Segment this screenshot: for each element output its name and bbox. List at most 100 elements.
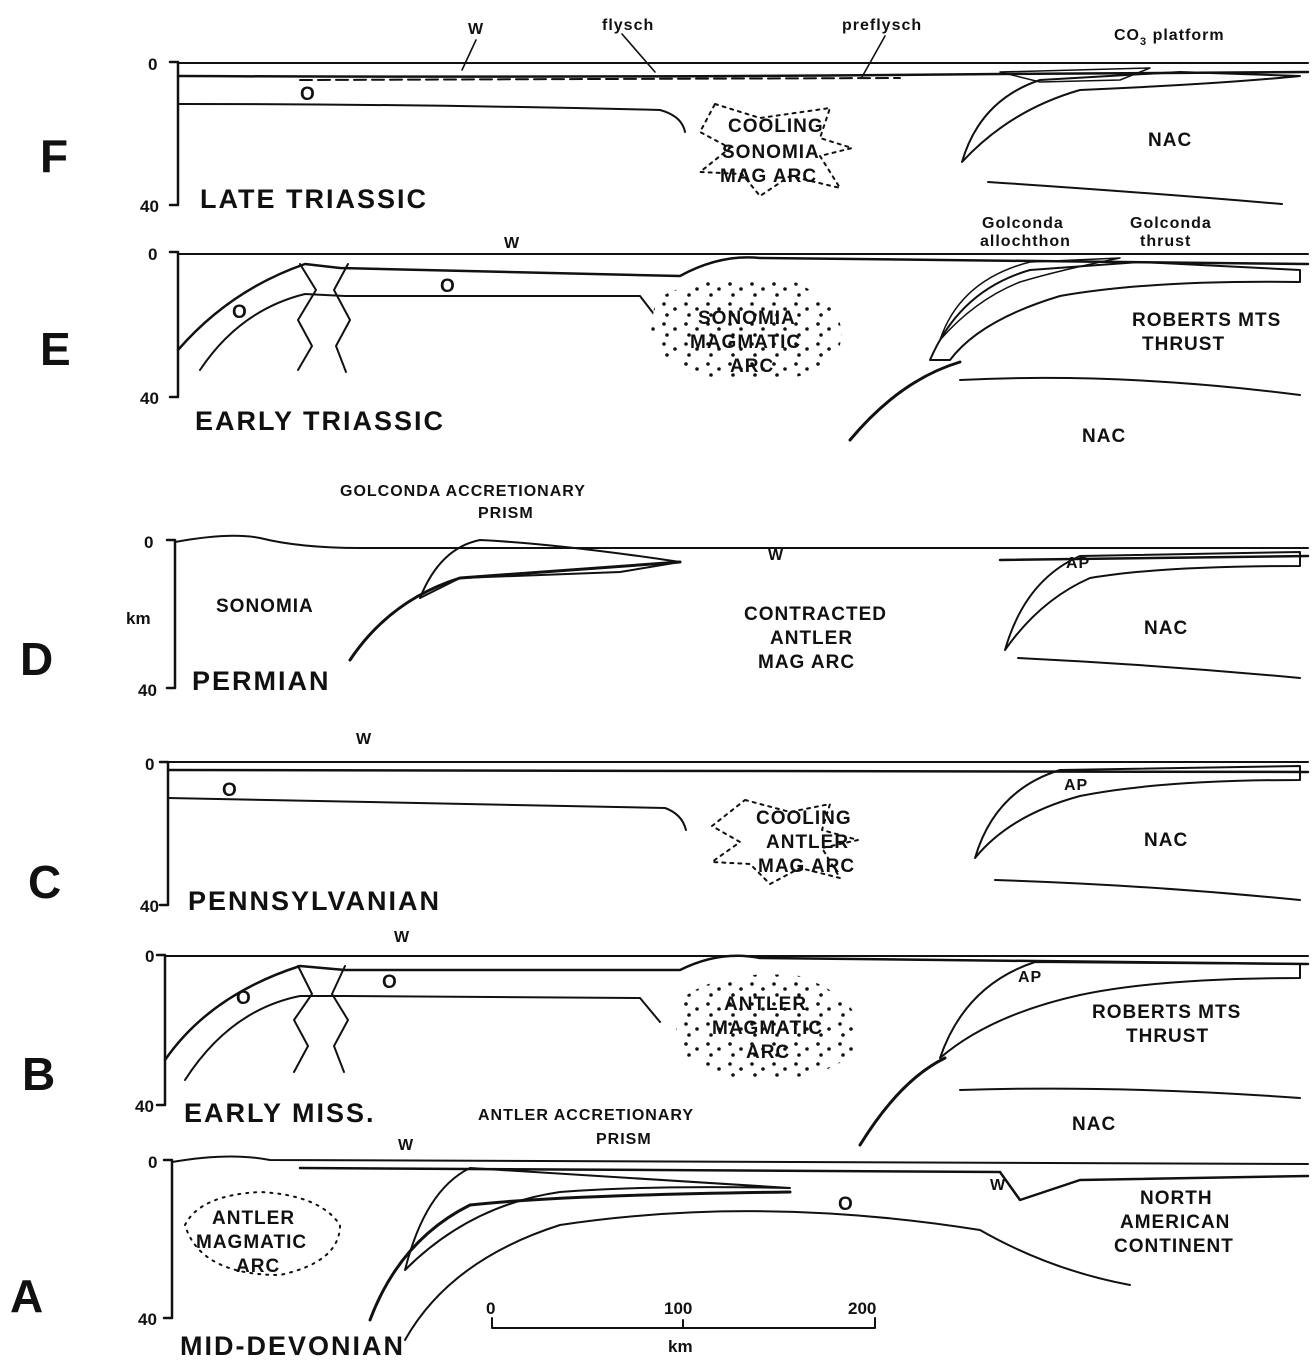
label-golconda-allochthon-1-e: Golconda xyxy=(982,215,1064,232)
depth-axis-b xyxy=(157,955,165,1105)
label-golconda-thrust-2-e: thrust xyxy=(1140,233,1191,250)
label-thrust-e: THRUST xyxy=(1142,334,1225,355)
label-prism-line1-a: ANTLER ACCRETIONARY xyxy=(478,1107,694,1124)
age-label-f: LATE TRIASSIC xyxy=(200,184,428,214)
label-nac-d: NAC xyxy=(1144,618,1188,639)
leader-flysch-f xyxy=(622,34,655,72)
panel-letter-e: E xyxy=(40,323,71,375)
label-o-f: O xyxy=(300,84,316,105)
label-ap-c: AP xyxy=(1064,777,1088,794)
depth-top-b: 0 xyxy=(145,947,154,966)
label-ap-b: AP xyxy=(1018,969,1042,986)
label-arc-line2-d: ANTLER xyxy=(770,628,853,649)
label-o-e: O xyxy=(440,276,456,297)
label-arc-line2-c: ANTLER xyxy=(766,832,849,853)
label-arc-line2-f: SONOMIA xyxy=(722,142,820,163)
depth-bottom-b: 40 xyxy=(135,1097,154,1116)
label-arc-line1-f: COOLING xyxy=(728,116,824,137)
nac-base-f xyxy=(988,182,1282,204)
scale-bar-line xyxy=(492,1318,875,1328)
depth-axis-e xyxy=(170,252,178,397)
label-thrust-b: THRUST xyxy=(1126,1026,1209,1047)
label-prism-line1-d: GOLCONDA ACCRETIONARY xyxy=(340,483,586,500)
label-w-b: W xyxy=(394,929,410,946)
label-arc-line1-c: COOLING xyxy=(756,808,852,829)
spreading-ridge-left-e xyxy=(298,264,316,370)
oceanic-crust-base-b xyxy=(185,996,660,1080)
panel-letter-c: C xyxy=(28,856,61,908)
label-arc-line3-c: MAG ARC xyxy=(758,856,855,877)
label-o-a: O xyxy=(838,1194,854,1215)
age-label-b: EARLY MISS. xyxy=(184,1098,376,1128)
label-arc-line3-d: MAG ARC xyxy=(758,652,855,673)
label-arc-line3-a: ARC xyxy=(236,1256,280,1277)
panel-a: A 0 40 ANTLER ACCRETIONARY PRISM W W O A… xyxy=(10,1107,1308,1361)
panel-letter-a: A xyxy=(10,1270,43,1322)
label-sonomia-d: SONOMIA xyxy=(216,596,314,617)
label-arc-line1-b: ANTLER xyxy=(724,994,807,1015)
label-nac-c: NAC xyxy=(1144,830,1188,851)
subduction-slab-b xyxy=(860,1058,945,1145)
nac-base-e xyxy=(960,378,1300,395)
scale-tick-0: 0 xyxy=(486,1299,495,1318)
label-arc-line2-b: MAGMATIC xyxy=(712,1018,823,1039)
label-arc-line1-d: CONTRACTED xyxy=(744,604,887,625)
depth-axis-f xyxy=(170,62,178,205)
label-roberts-mts-b: ROBERTS MTS xyxy=(1092,1002,1241,1023)
scale-unit: km xyxy=(668,1337,693,1356)
label-preflysch-f: preflysch xyxy=(842,17,922,34)
label-arc-line1-e: SONOMIA xyxy=(698,308,796,329)
label-w-c: W xyxy=(356,731,372,748)
label-w-right-a: W xyxy=(990,1177,1006,1194)
label-prism-line2-a: PRISM xyxy=(596,1131,652,1148)
label-w-a: W xyxy=(398,1137,414,1154)
age-label-e: EARLY TRIASSIC xyxy=(195,406,445,436)
depth-top-f: 0 xyxy=(148,55,157,74)
depth-axis-c xyxy=(160,762,168,905)
age-label-a: MID-DEVONIAN xyxy=(180,1331,405,1361)
label-nac-line3-a: CONTINENT xyxy=(1114,1236,1234,1257)
depth-axis-a xyxy=(164,1160,172,1318)
age-label-c: PENNSYLVANIAN xyxy=(188,886,441,916)
label-nac-f: NAC xyxy=(1148,130,1192,151)
label-arc-line2-a: MAGMATIC xyxy=(196,1232,307,1253)
label-prism-line2-d: PRISM xyxy=(478,505,534,522)
scale-tick-200: 200 xyxy=(848,1299,876,1318)
depth-bottom-d: 40 xyxy=(138,681,157,700)
panel-letter-f: F xyxy=(40,130,68,182)
label-w-f: W xyxy=(468,21,484,38)
nac-base-d xyxy=(1018,658,1300,678)
panel-letter-b: B xyxy=(22,1048,55,1100)
leader-preflysch-f xyxy=(862,36,885,77)
antler-prism-c xyxy=(975,766,1300,858)
depth-bottom-e: 40 xyxy=(140,389,159,408)
depth-top-c: 0 xyxy=(145,755,154,774)
depth-axis-d xyxy=(167,540,175,688)
spreading-ridge-right-e xyxy=(334,264,350,372)
label-arc-line3-f: MAG ARC xyxy=(720,166,817,187)
nac-base-b xyxy=(960,1089,1300,1098)
panel-letter-d: D xyxy=(20,633,53,685)
label-arc-line3-e: ARC xyxy=(730,356,774,377)
depth-top-e: 0 xyxy=(148,245,157,264)
spreading-ridge-left-b xyxy=(294,966,312,1072)
label-nac-line1-a: NORTH xyxy=(1140,1188,1213,1209)
unit-km-d: km xyxy=(126,609,151,628)
label-nac-e: NAC xyxy=(1082,426,1126,447)
label-o-c: O xyxy=(222,780,238,801)
depth-bottom-f: 40 xyxy=(140,197,159,216)
label-arc-line3-b: ARC xyxy=(746,1042,790,1063)
panel-f: F 0 40 W flysch preflysch CO3 platform O… xyxy=(40,17,1308,216)
scale-bar: 0 100 200 km xyxy=(486,1299,876,1356)
label-golconda-allochthon-2-e: allochthon xyxy=(980,233,1071,250)
label-arc-line1-a: ANTLER xyxy=(212,1208,295,1229)
age-label-d: PERMIAN xyxy=(192,666,331,696)
panel-e: E 0 40 W O O SONOMIA MAGMATIC ARC Golcon… xyxy=(40,215,1308,447)
label-nac-line2-a: AMERICAN xyxy=(1120,1212,1230,1233)
scale-tick-100: 100 xyxy=(664,1299,692,1318)
label-golconda-thrust-1-e: Golconda xyxy=(1130,215,1212,232)
sea-surface-a xyxy=(172,1156,1308,1164)
sea-surface-d xyxy=(175,536,1308,548)
oceanic-crust-base-a xyxy=(405,1211,1130,1340)
